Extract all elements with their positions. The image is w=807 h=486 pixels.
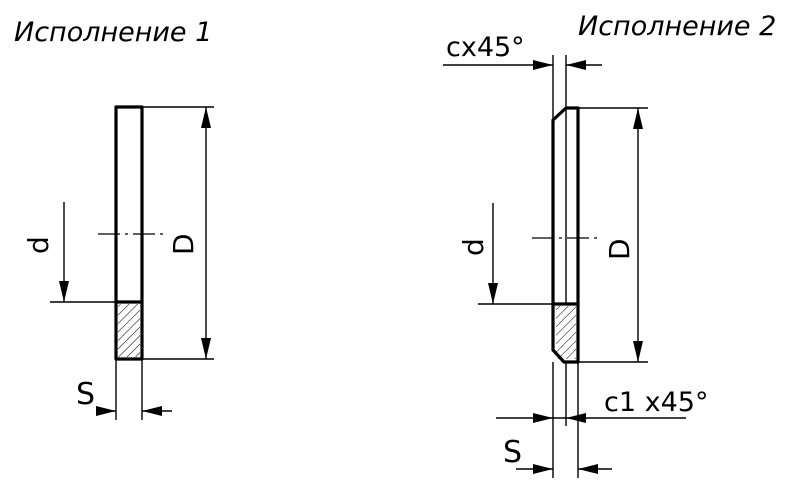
variant-1-label-D: D — [167, 233, 200, 255]
variant-2-dimension-c — [443, 55, 602, 120]
variant-1-dimension-S — [96, 359, 172, 420]
variant-2-dimension-S — [516, 464, 612, 474]
variant-2-label-c: cx45° — [446, 32, 525, 63]
variant-2-section-hatch — [556, 306, 576, 359]
variant-2-label-S: S — [503, 435, 522, 470]
variant-2-dimension-c1 — [496, 362, 686, 478]
variant-2-label-d: d — [457, 238, 490, 256]
variant-1-dimension-D — [142, 106, 214, 360]
variant-2-dimension-d — [478, 203, 553, 305]
variant-1-section-hatch — [118, 304, 140, 357]
variant-1-washer-outline — [114, 105, 144, 361]
variant-1-label-d: d — [22, 236, 55, 254]
variant-1-drawing: Исполнение 1 D d — [14, 17, 214, 420]
variant-2-title: Исполнение 2 — [578, 11, 776, 42]
variant-2-drawing: Исполнение 2 cx45° D — [443, 11, 776, 478]
variant-1-title: Исполнение 1 — [14, 17, 212, 48]
variant-2-label-D: D — [603, 238, 636, 260]
variant-2-label-c1: c1 x45° — [604, 387, 708, 418]
variant-1-dimension-d — [50, 202, 116, 303]
variant-1-label-S: S — [76, 377, 95, 412]
variant-2-dimension-D — [578, 107, 648, 363]
